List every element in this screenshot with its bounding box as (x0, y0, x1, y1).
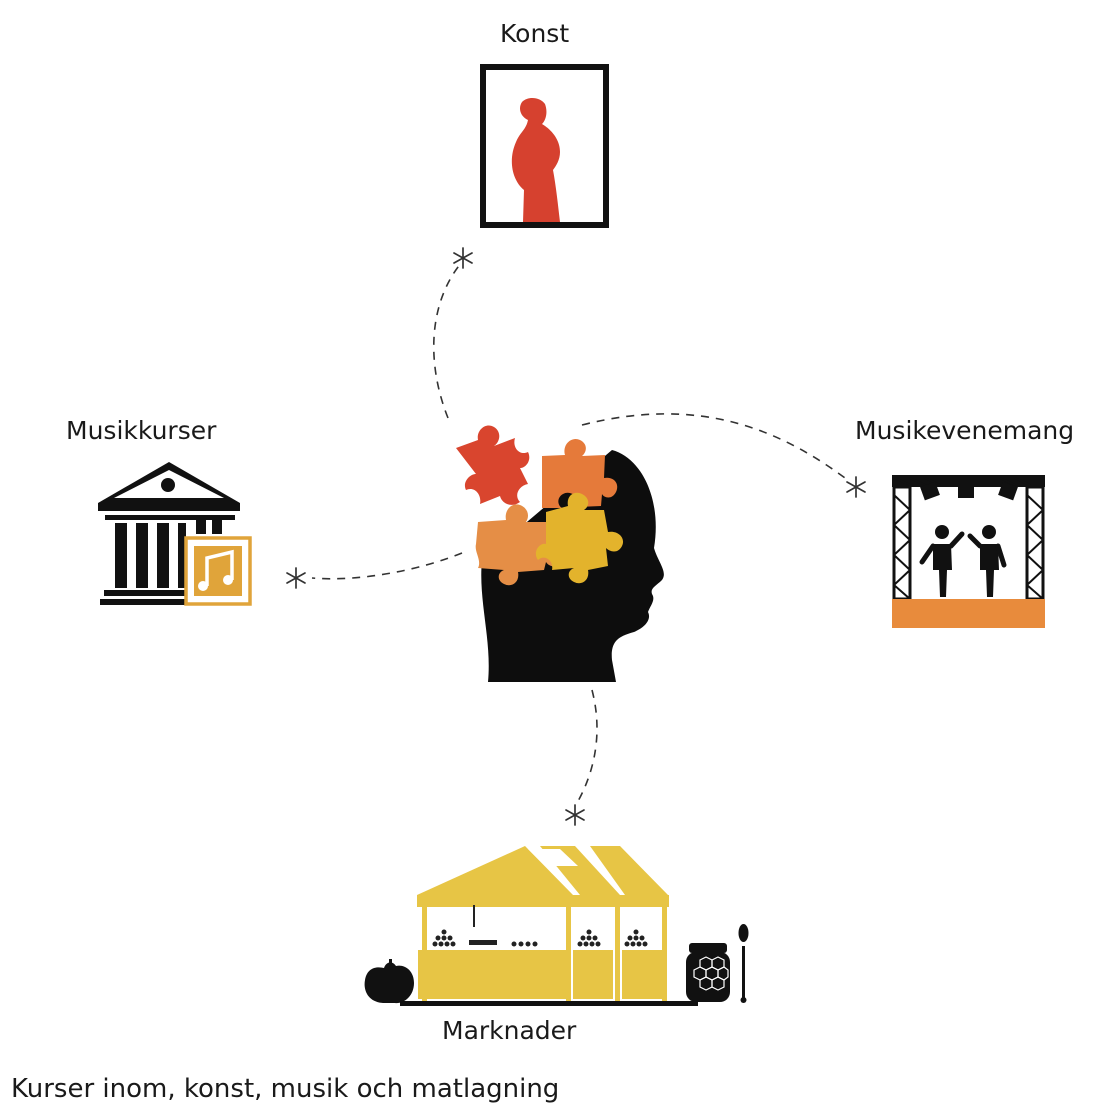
label-marknader: Marknader (442, 1016, 577, 1045)
connector-marknader (576, 689, 598, 804)
connectors (311, 261, 846, 804)
museum-with-music-note-icon (98, 462, 252, 606)
connector-musikevenemang (581, 413, 846, 479)
label-musikkurser: Musikkurser (66, 416, 217, 445)
asterisk-icon (453, 247, 473, 269)
asterisk-icon (846, 476, 866, 498)
honey-dipper-icon (742, 946, 745, 998)
concert-stage-icon (892, 475, 1045, 628)
caption: Kurser inom, konst, musik och matlagning (11, 1074, 560, 1104)
label-konst: Konst (500, 19, 570, 48)
asterisk-icon (286, 567, 306, 589)
asterisks (286, 247, 866, 826)
connector-konst (432, 261, 463, 419)
pumpkin-icon (364, 962, 414, 1004)
label-musikevenemang: Musikevenemang (855, 416, 1075, 445)
framed-statue-painting-icon (480, 64, 609, 228)
connector-musikkurser (311, 552, 463, 580)
market-stalls-icon (364, 846, 749, 1006)
asterisk-icon (565, 804, 585, 826)
head-with-puzzle-pieces-icon (456, 425, 664, 682)
